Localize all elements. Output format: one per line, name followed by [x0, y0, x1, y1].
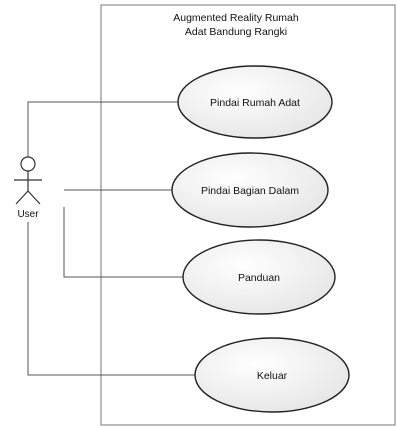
system-title-line1: Augmented Reality Rumah	[173, 12, 299, 24]
association-line-keluar	[27, 222, 195, 376]
system-title-line2: Adat Bandung Rangki	[185, 26, 287, 38]
actor-label: User	[17, 209, 39, 220]
use-case-keluar[interactable]: Keluar	[194, 337, 350, 413]
use-case-label: Pindai Bagian Dalam	[201, 185, 299, 197]
use-case-label: Panduan	[238, 272, 280, 284]
association-line-panduan	[63, 207, 183, 278]
use-case-pindai-rumah-adat[interactable]: Pindai Rumah Adat	[177, 65, 333, 139]
use-case-label: Keluar	[257, 370, 288, 382]
user-actor-icon[interactable]	[14, 156, 42, 205]
association-line-pindai-rumah-adat	[27, 101, 178, 158]
use-case-label: Pindai Rumah Adat	[210, 97, 300, 109]
system-boundary	[100, 4, 396, 426]
use-case-pindai-bagian-dalam[interactable]: Pindai Bagian Dalam	[171, 152, 329, 228]
use-case-panduan[interactable]: Panduan	[182, 239, 336, 315]
